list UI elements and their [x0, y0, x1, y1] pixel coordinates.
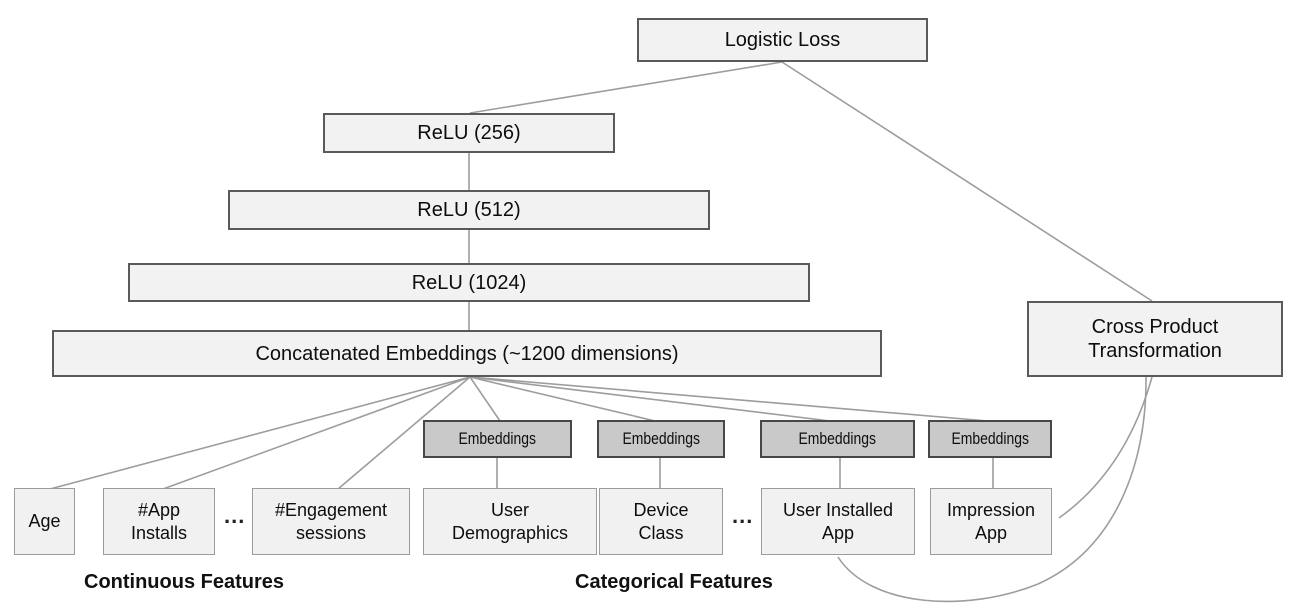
node-concatenated-embeddings-label: Concatenated Embeddings (~1200 dimension… — [255, 342, 679, 365]
node-logistic-loss: Logistic Loss — [637, 18, 928, 62]
edge-concat-emb2 — [469, 376, 656, 422]
node-cross-product-transformation: Cross Product Transformation — [1027, 301, 1283, 377]
node-feature-age: Age — [14, 488, 75, 555]
feature-age-line-1: Age — [28, 511, 61, 531]
node-embeddings-2: Embeddings — [597, 420, 725, 458]
edge-crossproduct-userinstalledapp-curve — [837, 376, 1147, 603]
node-embeddings-1: Embeddings — [423, 420, 572, 458]
node-relu-512: ReLU (512) — [228, 190, 710, 230]
node-feature-app-installs: #App Installs — [103, 488, 215, 555]
categorical-features-caption: Categorical Features — [575, 571, 773, 593]
feature-user-demographics-line-1: User — [490, 499, 529, 520]
feature-engagement-line-2: sessions — [295, 522, 367, 543]
node-concatenated-embeddings: Concatenated Embeddings (~1200 dimension… — [52, 330, 882, 377]
edge-loss-to-relu256 — [469, 61, 783, 114]
edge-crossproduct-impressionapp-curve — [1058, 376, 1153, 519]
continuous-features-ellipsis: ... — [224, 503, 246, 528]
node-embeddings-4-label: Embeddings — [951, 429, 1029, 448]
node-embeddings-3: Embeddings — [760, 420, 915, 458]
edge-concat-emb4 — [469, 376, 989, 422]
feature-engagement-line-1: #Engagement — [274, 499, 388, 520]
categorical-features-ellipsis: ... — [732, 503, 754, 528]
node-logistic-loss-label: Logistic Loss — [724, 29, 841, 51]
feature-device-class-line-1: Device — [633, 499, 689, 520]
node-relu-256-label: ReLU (256) — [417, 122, 521, 144]
feature-app-installs-line-2: Installs — [130, 522, 188, 543]
edge-concat-emb3 — [469, 376, 831, 422]
node-embeddings-3-label: Embeddings — [798, 429, 877, 448]
node-relu-256: ReLU (256) — [323, 113, 615, 153]
node-embeddings-1-label: Embeddings — [458, 429, 537, 448]
edge-concat-emb1 — [469, 376, 501, 422]
edge-concat-age — [49, 376, 471, 490]
node-embeddings-2-label: Embeddings — [622, 429, 700, 448]
node-feature-user-installed-app: User Installed App — [761, 488, 915, 555]
edge-concat-appinstalls — [162, 376, 471, 490]
feature-device-class-line-2: Class — [638, 522, 684, 543]
node-embeddings-4: Embeddings — [928, 420, 1052, 458]
node-feature-user-demographics: User Demographics — [423, 488, 597, 555]
cross-product-line-1: Cross Product — [1091, 316, 1219, 338]
node-relu-1024: ReLU (1024) — [128, 263, 810, 302]
edge-concat-engagement — [337, 376, 471, 490]
feature-user-installed-app-line-2: App — [821, 522, 855, 543]
node-relu-512-label: ReLU (512) — [417, 199, 521, 221]
node-relu-1024-label: ReLU (1024) — [411, 271, 527, 294]
node-feature-engagement-sessions: #Engagement sessions — [252, 488, 410, 555]
node-feature-device-class: Device Class — [599, 488, 723, 555]
feature-user-demographics-line-2: Demographics — [451, 522, 569, 543]
feature-user-installed-app-line-1: User Installed — [782, 499, 894, 520]
feature-impression-app-line-1: Impression — [946, 499, 1036, 520]
feature-impression-app-line-2: App — [974, 522, 1008, 543]
feature-app-installs-line-1: #App — [137, 499, 181, 520]
continuous-features-caption: Continuous Features — [84, 571, 285, 593]
edge-loss-to-crossproduct — [781, 61, 1153, 302]
node-feature-impression-app: Impression App — [930, 488, 1052, 555]
cross-product-line-2: Transformation — [1088, 340, 1222, 362]
